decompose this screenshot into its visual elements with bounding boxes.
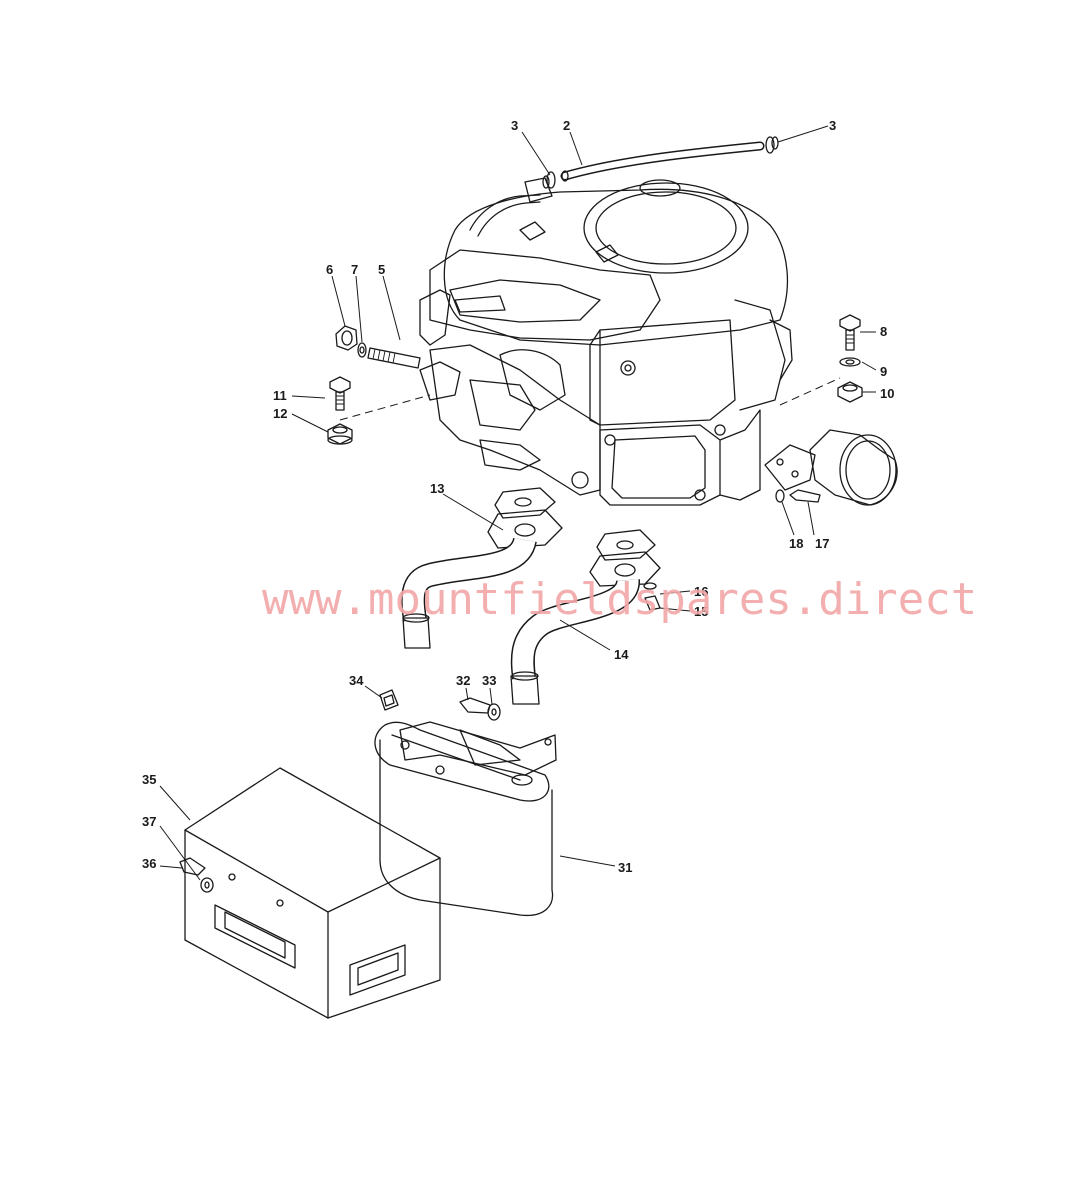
callout-5: 5 <box>378 262 385 277</box>
callout-12: 12 <box>273 406 287 421</box>
washer-37 <box>200 877 214 893</box>
flange-nut-left <box>327 423 353 445</box>
callout-18: 18 <box>789 536 803 551</box>
callout-34: 34 <box>349 673 364 688</box>
washer-33 <box>487 703 501 721</box>
leader-lines <box>159 125 877 881</box>
callout-31: 31 <box>618 860 632 875</box>
flange-nut <box>335 325 358 351</box>
washer-16 <box>643 582 657 590</box>
callout-10: 10 <box>880 386 894 401</box>
flange-nut-right <box>837 381 863 403</box>
filter-bolt <box>789 489 821 503</box>
engine <box>419 177 793 506</box>
callout-36: 36 <box>142 856 156 871</box>
watermark-text: www.mountfieldspares.direct <box>262 574 977 625</box>
callout-6: 6 <box>326 262 333 277</box>
callout-9: 9 <box>880 364 887 379</box>
hose-clip-right <box>765 136 779 154</box>
callout-17: 17 <box>815 536 829 551</box>
callout-8: 8 <box>880 324 887 339</box>
heat-shield <box>184 767 441 1019</box>
hose-clip-left <box>542 171 556 189</box>
callout-37: 37 <box>142 814 156 829</box>
callout-35: 35 <box>142 772 156 787</box>
callout-7: 7 <box>351 262 358 277</box>
screw-36 <box>179 857 206 876</box>
stud <box>367 347 421 369</box>
muffler <box>374 721 557 917</box>
clip-34 <box>379 689 399 711</box>
exhaust-pipe-left <box>401 487 563 649</box>
bolt-left <box>329 376 351 411</box>
callout-15: 15 <box>694 604 708 619</box>
filter-washer <box>775 489 785 503</box>
washer <box>357 342 367 358</box>
fuel-hose <box>560 141 765 182</box>
callout-11: 11 <box>273 388 287 403</box>
exhaust-pipe-right <box>510 529 661 705</box>
oil-filter <box>764 429 898 506</box>
screw-32 <box>459 697 491 714</box>
callout-3-right: 3 <box>829 118 836 133</box>
callout-14: 14 <box>614 647 629 662</box>
callout-labels: 2 3 3 5 6 7 8 9 10 11 12 13 14 15 16 17 … <box>142 118 894 875</box>
bolt-right <box>839 314 861 351</box>
callout-13: 13 <box>430 481 444 496</box>
callout-32: 32 <box>456 673 470 688</box>
callout-3-left: 3 <box>511 118 518 133</box>
callout-33: 33 <box>482 673 496 688</box>
callout-16: 16 <box>694 584 708 599</box>
washer-right <box>839 357 861 367</box>
callout-2: 2 <box>563 118 570 133</box>
